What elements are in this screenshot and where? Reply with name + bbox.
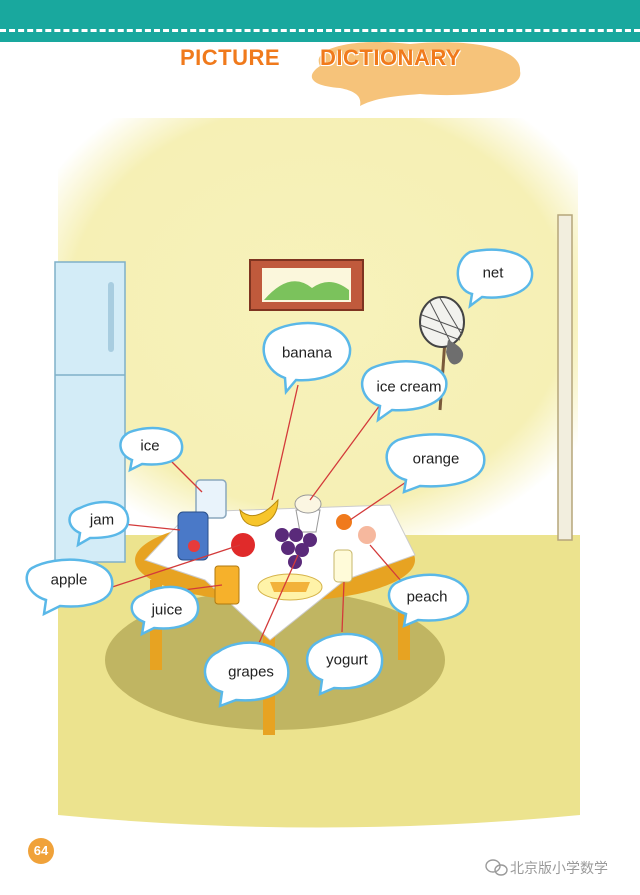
page-header bbox=[0, 0, 640, 42]
label-grapes: grapes bbox=[228, 663, 274, 681]
food-items bbox=[177, 479, 376, 605]
label-ice: ice bbox=[140, 437, 160, 455]
header-dashed-line bbox=[0, 29, 640, 32]
title-cloud-shape bbox=[311, 42, 521, 106]
label-banana: banana bbox=[281, 344, 333, 362]
label-net: net bbox=[482, 264, 504, 282]
title-word-dictionary: DICTIONARY bbox=[320, 45, 462, 70]
label-apple: apple bbox=[50, 571, 88, 589]
label-orange: orange bbox=[412, 450, 460, 468]
wall-picture bbox=[249, 259, 364, 311]
speech-bubble-icon bbox=[25, 248, 534, 708]
wechat-icon bbox=[485, 859, 508, 876]
label-peach: peach bbox=[406, 588, 448, 606]
watermark-text: 北京版小学数学 bbox=[510, 860, 608, 876]
label-ice-cream: ice cream bbox=[376, 378, 442, 396]
title-word-picture: PICTURE bbox=[180, 45, 281, 70]
label-jam: jam bbox=[89, 511, 115, 529]
label-yogurt: yogurt bbox=[326, 651, 368, 669]
label-juice: juice bbox=[151, 601, 183, 619]
page-number: 64 bbox=[28, 838, 54, 864]
door-frame bbox=[557, 214, 573, 541]
